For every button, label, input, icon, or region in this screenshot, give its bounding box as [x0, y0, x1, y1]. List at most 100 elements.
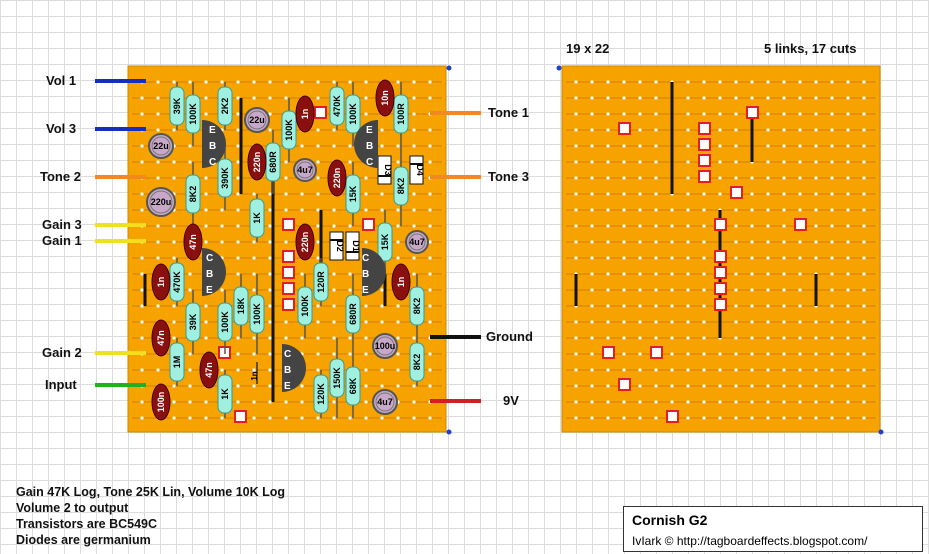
svg-text:100K: 100K: [284, 119, 294, 141]
credit-text: IvIark © http://tagboardeffects.blogspot…: [632, 534, 868, 548]
svg-text:120K: 120K: [316, 383, 326, 405]
corner-dot: [446, 429, 452, 435]
svg-text:C: C: [209, 157, 216, 168]
svg-text:1n: 1n: [156, 277, 166, 288]
corner-dot: [878, 429, 884, 435]
svg-text:100K: 100K: [188, 103, 198, 125]
note-pots: Gain 47K Log, Tone 25K Lin, Volume 10K L…: [16, 485, 286, 499]
resistor: 39K: [185, 290, 201, 354]
resistor: 8K2: [409, 338, 425, 386]
svg-text:1n: 1n: [250, 371, 259, 380]
svg-text:4u7: 4u7: [297, 165, 313, 175]
svg-text:B: B: [362, 269, 369, 280]
svg-text:120R: 120R: [316, 271, 326, 293]
svg-text:1n: 1n: [396, 277, 406, 288]
note-diodes: Diodes are germanium: [16, 533, 151, 547]
resistor: 8K2: [185, 162, 201, 226]
electrolytic-cap: 4u7: [372, 389, 398, 415]
svg-text:E: E: [206, 285, 213, 296]
vol1-label: Vol 1: [46, 73, 77, 88]
svg-text:100R: 100R: [396, 103, 406, 125]
title-box: Cornish G2 IvIark © http://tagboardeffec…: [623, 506, 923, 552]
transistor-q4: C B E: [362, 248, 386, 296]
resistor: 470K: [169, 258, 185, 306]
svg-text:E: E: [366, 125, 373, 136]
diode-d1: D1: [345, 231, 361, 261]
svg-text:E: E: [209, 125, 216, 136]
diodes: D3 D4 D2 D1: [329, 155, 425, 261]
svg-text:4u7: 4u7: [409, 237, 425, 247]
ground-label: Ground: [486, 329, 533, 344]
resistor: 470K: [329, 82, 345, 130]
gain3-label: Gain 3: [42, 217, 82, 232]
diode-d3: D3: [377, 155, 393, 185]
gain1-label: Gain 1: [42, 233, 82, 248]
svg-text:E: E: [362, 285, 369, 296]
svg-text:220u: 220u: [151, 197, 172, 207]
svg-text:C: C: [206, 253, 213, 264]
nine-v-label: 9V: [503, 393, 519, 408]
svg-text:1n: 1n: [300, 109, 310, 120]
svg-text:8K2: 8K2: [412, 298, 422, 315]
svg-text:8K2: 8K2: [412, 354, 422, 371]
svg-text:390K: 390K: [220, 167, 230, 189]
svg-text:680R: 680R: [348, 303, 358, 325]
resistor: 100K: [217, 290, 233, 354]
electrolytic-cap: 4u7: [293, 158, 317, 182]
svg-text:680R: 680R: [268, 151, 278, 173]
svg-text:100u: 100u: [375, 341, 396, 351]
input-label: Input: [45, 377, 77, 392]
vol3-label: Vol 3: [46, 121, 77, 136]
svg-text:1K: 1K: [252, 212, 262, 224]
note-transistors: Transistors are BC549C: [16, 517, 158, 531]
svg-text:47n: 47n: [188, 234, 198, 250]
svg-text:100K: 100K: [220, 311, 230, 333]
board-size: 19 x 22: [566, 41, 610, 56]
svg-text:B: B: [366, 141, 373, 152]
electrolytic-cap: 22u: [244, 107, 270, 133]
electrolytic-cap: 220u: [146, 187, 176, 217]
transistor-q2: C B E: [202, 248, 226, 296]
film-cap: 220n: [327, 159, 347, 197]
resistor: 1K: [217, 370, 233, 418]
svg-text:8K2: 8K2: [396, 178, 406, 195]
resistor: 100K: [345, 82, 361, 146]
transistor-q3: E B C: [354, 120, 378, 168]
tone1-label: Tone 1: [488, 105, 529, 120]
svg-text:220n: 220n: [252, 152, 262, 173]
svg-text:E: E: [284, 381, 291, 392]
diode-d4: D4: [409, 155, 425, 185]
resistor: 100K: [185, 82, 201, 146]
resistor: 8K2: [393, 146, 409, 226]
svg-text:10n: 10n: [380, 90, 390, 106]
film-cap: 47n: [151, 319, 171, 357]
small-cap-1n: 1n: [250, 362, 259, 384]
svg-text:220n: 220n: [300, 232, 310, 253]
resistor: 680R: [265, 130, 281, 194]
svg-text:D4: D4: [415, 164, 425, 176]
svg-text:8K2: 8K2: [188, 186, 198, 203]
svg-text:470K: 470K: [172, 271, 182, 293]
diode-d2: D2: [329, 231, 345, 261]
resistor: 120K: [313, 370, 329, 418]
svg-text:2K2: 2K2: [220, 98, 230, 115]
film-cap: 100n: [151, 383, 171, 421]
svg-text:D2: D2: [335, 240, 345, 252]
resistor: 120R: [313, 258, 329, 306]
svg-text:68K: 68K: [348, 377, 358, 394]
svg-text:C: C: [366, 157, 373, 168]
svg-text:39K: 39K: [172, 97, 182, 114]
svg-text:4u7: 4u7: [377, 397, 393, 407]
resistor: 15K: [377, 210, 393, 274]
gain2-label: Gain 2: [42, 345, 82, 360]
resistor: 390K: [217, 146, 233, 210]
tone2-label: Tone 2: [40, 169, 81, 184]
svg-text:100K: 100K: [348, 103, 358, 125]
film-cap: 1n: [391, 263, 411, 301]
svg-text:220n: 220n: [332, 168, 342, 189]
film-cap: 47n: [199, 351, 219, 389]
resistor: 150K: [329, 338, 345, 418]
svg-text:1M: 1M: [172, 356, 182, 369]
svg-text:1K: 1K: [220, 388, 230, 400]
